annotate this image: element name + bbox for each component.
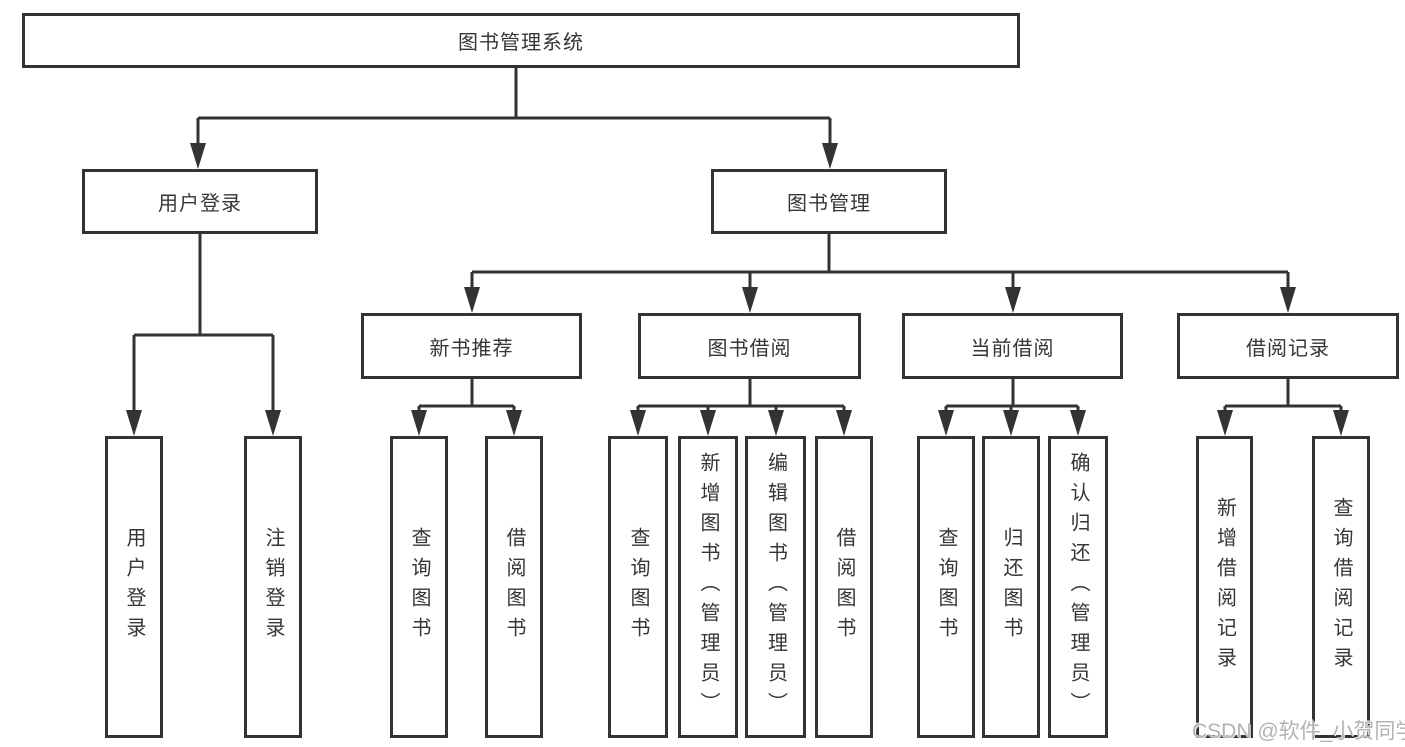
leaf-user-login: 用户登录 (105, 436, 163, 738)
leaf-borrow-books-borrowing: 借阅图书 (815, 436, 873, 738)
node-label: 用户登录 (158, 193, 242, 215)
leaf-borrow-books-recommend: 借阅图书 (485, 436, 543, 738)
node-label: 归还图书 (1000, 527, 1022, 647)
node-label: 注销登录 (262, 527, 284, 647)
arrowhead-icon (126, 410, 142, 436)
leaf-return-books: 归还图书 (982, 436, 1040, 738)
arrowhead-icon (822, 143, 838, 169)
leaf-query-books-recommend: 查询图书 (390, 436, 448, 738)
node-label: 借阅记录 (1246, 337, 1330, 360)
edge-records-to-children (1223, 379, 1343, 414)
arrowhead-icon (190, 143, 206, 169)
node-borrowing-records: 借阅记录 (1177, 313, 1399, 379)
node-label: 查询图书 (408, 527, 430, 647)
node-label: 新增借阅记录 (1213, 497, 1236, 677)
edge-root-to-level2 (196, 68, 832, 146)
arrowhead-icon (1217, 410, 1233, 436)
arrowhead-icon (464, 287, 480, 313)
leaf-confirm-return-admin: 确认归还（管理员） (1048, 436, 1108, 738)
arrowhead-icon (768, 410, 784, 436)
arrowhead-icon (411, 410, 427, 436)
arrowhead-icon (836, 410, 852, 436)
leaf-add-book-admin: 新增图书（管理员） (678, 436, 738, 738)
node-user-login: 用户登录 (82, 169, 318, 234)
node-label: 借阅图书 (833, 527, 855, 647)
node-book-borrowing: 图书借阅 (638, 313, 861, 379)
node-label: 当前借阅 (970, 337, 1055, 360)
leaf-query-books-current: 查询图书 (917, 436, 975, 738)
leaf-query-borrow-record: 查询借阅记录 (1312, 436, 1370, 738)
leaf-logout: 注销登录 (244, 436, 302, 738)
arrowhead-icon (1003, 410, 1019, 436)
node-label: 借阅图书 (503, 527, 525, 647)
node-label: 确认归还（管理员） (1067, 452, 1089, 722)
node-label: 图书借阅 (707, 337, 792, 360)
watermark-text: CSDN @软件_小贺同学 (1192, 720, 1405, 743)
arrowhead-icon (700, 410, 716, 436)
arrowhead-icon (265, 410, 281, 436)
node-label: 查询借阅记录 (1330, 497, 1352, 677)
node-label: 新增图书（管理员） (697, 452, 719, 722)
arrowhead-icon (1005, 287, 1021, 313)
arrowhead-icon (1333, 410, 1349, 436)
arrowhead-icon (1280, 287, 1296, 313)
node-label: 新书推荐 (429, 337, 514, 360)
edge-bookmgmt-to-level3 (470, 234, 1290, 291)
node-label: 编辑图书（管理员） (764, 452, 787, 722)
node-new-book-recommend: 新书推荐 (361, 313, 582, 379)
arrowhead-icon (1070, 410, 1086, 436)
edge-userlogin-to-children (132, 233, 275, 414)
arrowhead-icon (742, 287, 758, 313)
node-label: 图书管理系统 (458, 32, 584, 54)
arrowhead-icon (506, 410, 522, 436)
leaf-add-borrow-record: 新增借阅记录 (1196, 436, 1253, 738)
node-library-system: 图书管理系统 (22, 13, 1020, 68)
node-label: 图书管理 (787, 193, 871, 215)
edge-borrowing-to-children (636, 379, 846, 414)
node-label: 查询图书 (627, 527, 649, 647)
arrowhead-icon (630, 410, 646, 436)
leaf-query-books-borrowing: 查询图书 (608, 436, 668, 738)
node-label: 查询图书 (935, 527, 957, 647)
leaf-edit-book-admin: 编辑图书（管理员） (745, 436, 806, 738)
node-current-borrowing: 当前借阅 (902, 313, 1123, 379)
edge-current-to-children (944, 379, 1080, 414)
node-label: 用户登录 (123, 527, 145, 647)
arrowhead-icon (938, 410, 954, 436)
node-book-management: 图书管理 (711, 169, 947, 234)
edge-newbook-to-children (417, 379, 516, 414)
